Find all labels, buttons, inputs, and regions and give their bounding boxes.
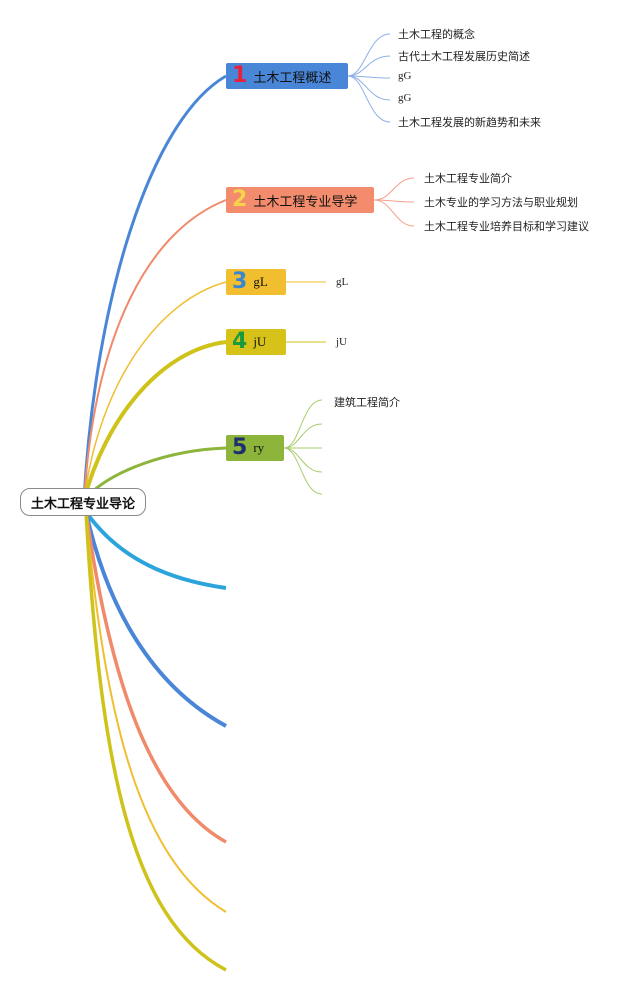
topic-1-label: 土木工程概述 xyxy=(253,70,332,86)
root-topic[interactable]: 土木工程专业导论 xyxy=(20,488,146,516)
topic-4-child-1[interactable]: jU xyxy=(336,336,347,348)
topic-1[interactable]: 1 土木工程概述 xyxy=(226,63,348,89)
topic-5-connectors xyxy=(283,399,323,495)
topic-4-label: jU xyxy=(253,334,267,349)
topic-1-child-1[interactable]: 土木工程的概念 xyxy=(398,28,475,41)
branch-3 xyxy=(83,281,227,501)
topic-4[interactable]: 4 jU xyxy=(226,329,286,355)
topic-2-child-2[interactable]: 土木专业的学习方法与职业规划 xyxy=(424,196,578,209)
topic-2-child-1[interactable]: 土木工程专业简介 xyxy=(424,172,512,185)
branch-2 xyxy=(83,199,227,501)
topic-1-child-5[interactable]: 土木工程发展的新趋势和未来 xyxy=(398,116,541,129)
branch-empty-olive xyxy=(84,511,227,972)
topic-1-child-3[interactable]: gG xyxy=(398,70,412,82)
topic-3-number: 3 xyxy=(232,269,248,294)
branch-empty-amber xyxy=(85,511,227,913)
branch-4 xyxy=(82,340,227,501)
topic-5-label: ry xyxy=(253,440,265,455)
topic-1-connectors xyxy=(347,33,391,123)
topic-3[interactable]: 3 gL xyxy=(226,269,286,295)
topic-2-number: 2 xyxy=(232,187,248,212)
topic-5-number: 5 xyxy=(232,435,248,460)
topic-5-child-1[interactable]: 建筑工程简介 xyxy=(334,396,400,409)
topic-1-number: 1 xyxy=(232,63,248,88)
topic-1-child-2[interactable]: 古代土木工程发展历史简述 xyxy=(398,50,530,63)
topic-3-child-1[interactable]: gL xyxy=(336,276,349,288)
branch-1 xyxy=(82,74,227,501)
topic-1-child-4[interactable]: gG xyxy=(398,92,412,104)
branch-empty-cyan xyxy=(84,510,227,590)
topic-3-label: gL xyxy=(253,274,268,289)
topic-2[interactable]: 2 土木工程专业导学 xyxy=(226,187,374,213)
topic-4-number: 4 xyxy=(232,329,248,354)
topic-2-connectors xyxy=(373,177,415,227)
topic-5[interactable]: 5 ry xyxy=(226,435,284,461)
branch-empty-blue xyxy=(84,511,227,728)
branch-empty-salmon xyxy=(84,511,227,844)
topic-2-label: 土木工程专业导学 xyxy=(253,194,358,210)
topic-2-child-3[interactable]: 土木工程专业培养目标和学习建议 xyxy=(424,220,589,233)
